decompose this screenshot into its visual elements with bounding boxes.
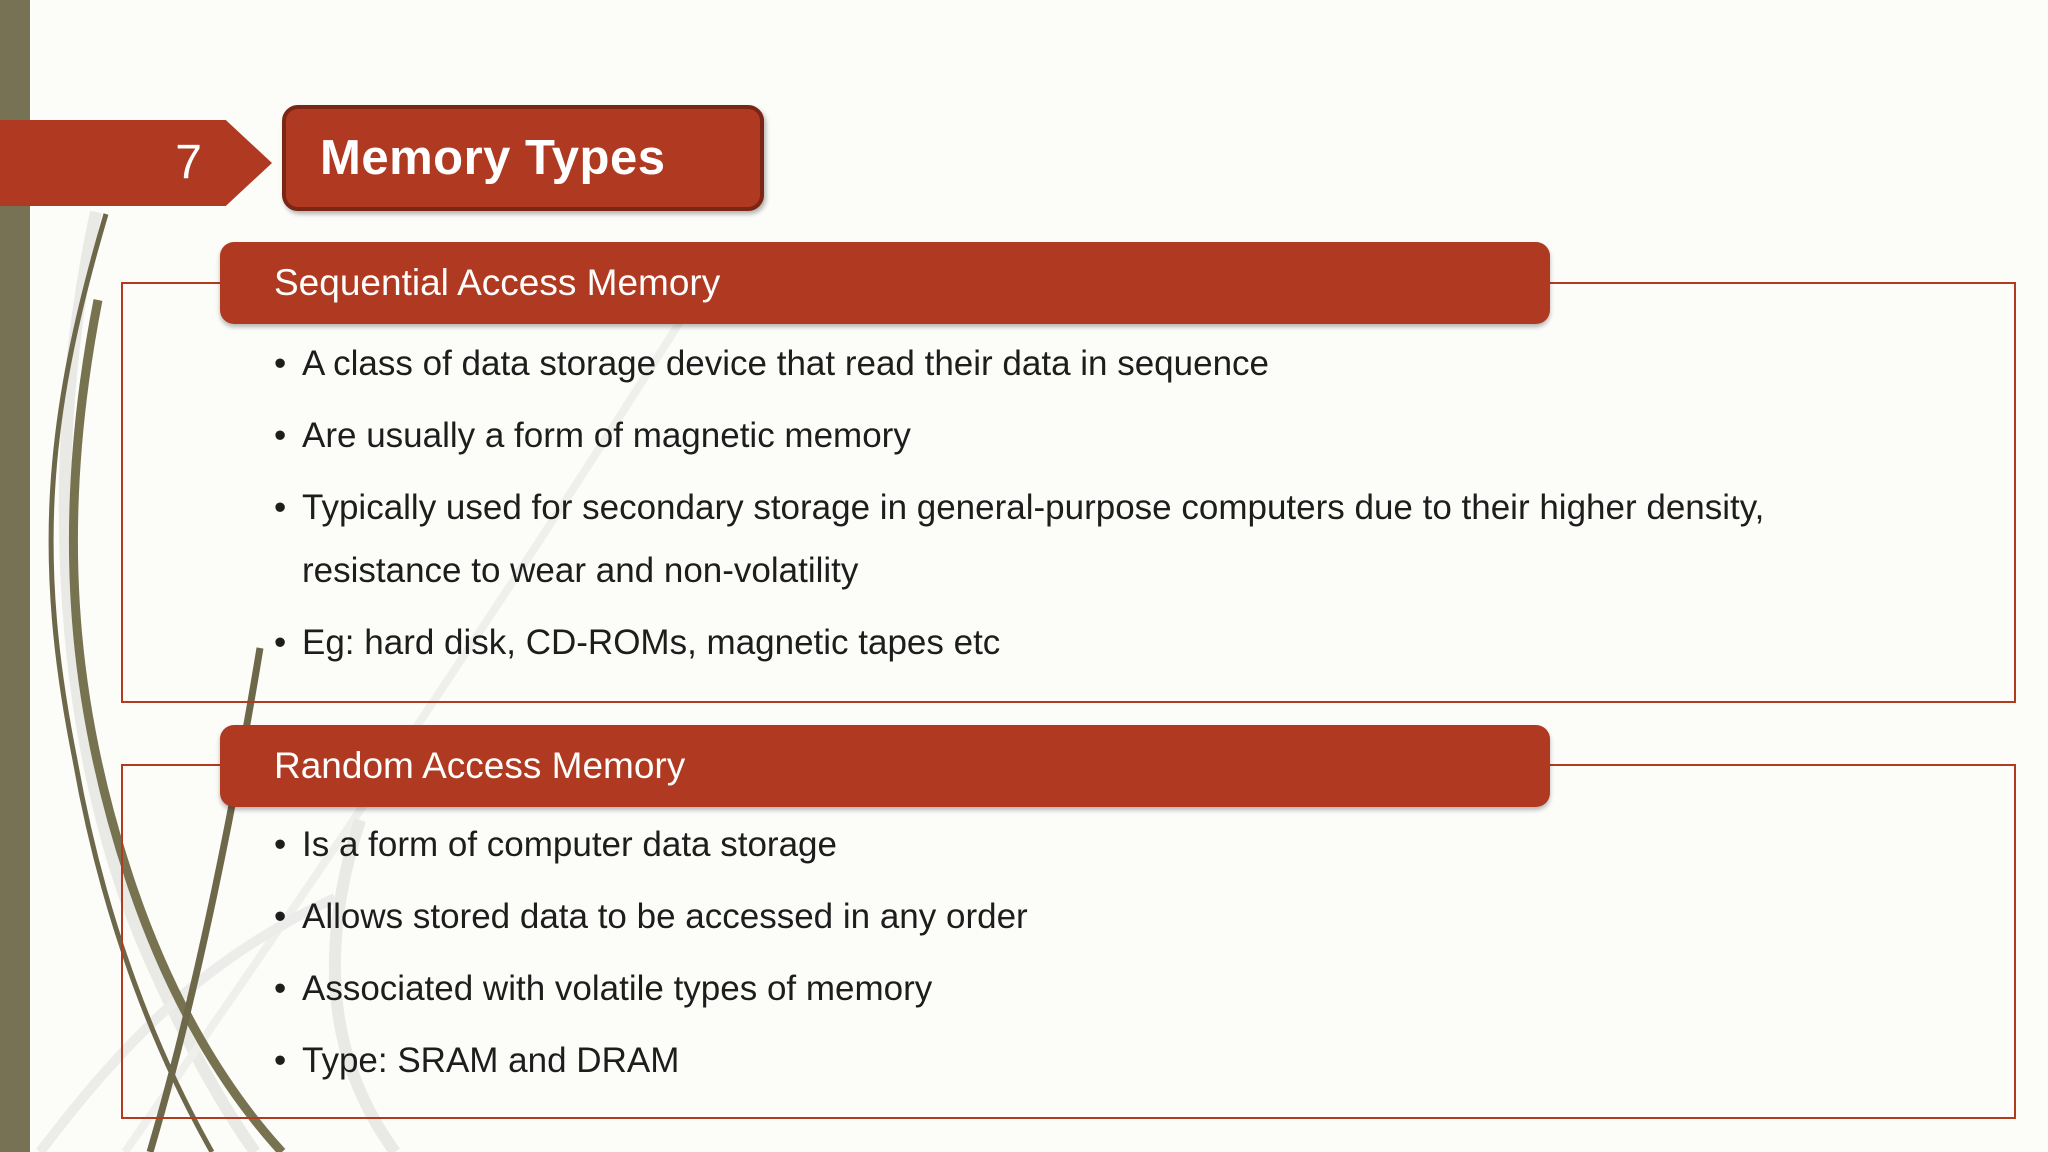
bullet-item: Is a form of computer data storage — [274, 813, 1974, 876]
section-heading: Sequential Access Memory — [274, 262, 721, 303]
bullet-item: Eg: hard disk, CD-ROMs, magnetic tapes e… — [274, 611, 1974, 674]
bullet-item: A class of data storage device that read… — [274, 332, 1974, 395]
bullet-item: Typically used for secondary storage in … — [274, 476, 1974, 539]
bullet-item: Are usually a form of magnetic memory — [274, 404, 1974, 467]
section-panel-2: Random Access MemoryIs a form of compute… — [121, 725, 2016, 1119]
section-heading: Random Access Memory — [274, 745, 686, 786]
bullet-item: Associated with volatile types of memory — [274, 957, 1974, 1020]
slide-title: Memory Types — [320, 131, 666, 185]
bullet-item: Type: SRAM and DRAM — [274, 1029, 1974, 1092]
page-number-banner: 7 — [0, 120, 272, 206]
section-panel-1: Sequential Access Memory A class of data … — [121, 242, 2016, 703]
bullet-item-continuation: resistance to wear and non-volatility — [302, 551, 859, 590]
section-header: Sequential Access Memory — [220, 242, 1550, 324]
bullet-list: Is a form of computer data storageAllows… — [123, 766, 2014, 1092]
section-header: Random Access Memory — [220, 725, 1550, 807]
bullet-list: A class of data storage device that read… — [123, 284, 2014, 674]
slide-title-box: Memory Types — [282, 105, 764, 211]
page-number: 7 — [175, 136, 202, 189]
bullet-item: Allows stored data to be accessed in any… — [274, 885, 1974, 948]
